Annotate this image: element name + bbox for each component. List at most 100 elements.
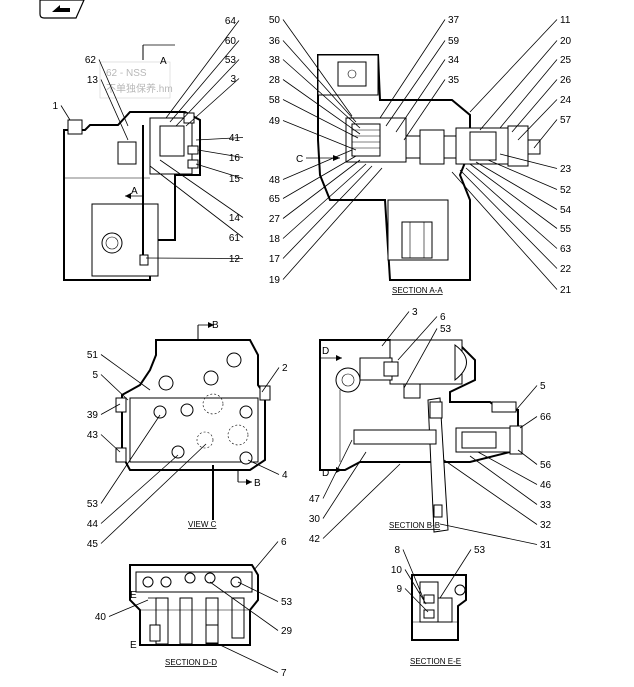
callout-label: 50 bbox=[269, 15, 281, 26]
callout-label: 5 bbox=[540, 381, 546, 392]
cut-letter-c: C bbox=[296, 154, 303, 165]
callout-label: 39 bbox=[87, 410, 99, 421]
callout-label: 53 bbox=[225, 55, 237, 66]
callout-leader bbox=[98, 59, 129, 127]
callout-label: 62 bbox=[85, 55, 97, 66]
callout-label: 38 bbox=[269, 55, 281, 66]
callout-leader bbox=[197, 149, 244, 158]
callout-label: 63 bbox=[560, 244, 572, 255]
callout-leader bbox=[100, 454, 179, 524]
callout-leader bbox=[282, 120, 357, 151]
callout-leader bbox=[100, 403, 121, 415]
callout-label: 42 bbox=[309, 534, 321, 545]
callout-leader bbox=[403, 328, 438, 389]
callout-label: 17 bbox=[269, 254, 281, 265]
callout-label: 24 bbox=[560, 95, 572, 106]
callout-leader bbox=[282, 167, 383, 280]
callout-label: 59 bbox=[448, 36, 460, 47]
callout-leader bbox=[100, 374, 129, 401]
callout-leader bbox=[533, 119, 558, 149]
callout-leader bbox=[100, 79, 129, 141]
callout-leader bbox=[402, 549, 425, 601]
callout-leader bbox=[209, 581, 279, 631]
callout-label: 11 bbox=[560, 15, 571, 26]
callout-label: 57 bbox=[560, 115, 572, 126]
callout-leader bbox=[195, 137, 244, 141]
callout-label: 13 bbox=[87, 75, 99, 86]
arrow-tab-icon[interactable] bbox=[39, 0, 85, 19]
callout-leader bbox=[439, 549, 472, 599]
callout-label: 53 bbox=[474, 545, 486, 556]
callout-label: 61 bbox=[229, 233, 241, 244]
callout-leader bbox=[100, 354, 151, 391]
callout-label: 54 bbox=[560, 205, 572, 216]
callout-leader bbox=[487, 159, 558, 190]
callout-leader bbox=[517, 99, 558, 141]
callout-label: 12 bbox=[229, 254, 241, 265]
callout-leader bbox=[404, 588, 429, 613]
callout-label: 4 bbox=[282, 470, 288, 481]
watermark-line-1: 62 - NSS bbox=[106, 68, 147, 79]
callout-label: 43 bbox=[87, 430, 99, 441]
callout-label: 19 bbox=[269, 275, 281, 286]
callout-leader bbox=[282, 155, 357, 199]
callout-label: 53 bbox=[281, 597, 293, 608]
callout-label: 35 bbox=[448, 75, 460, 86]
callout-leader bbox=[439, 523, 538, 545]
callout-leader bbox=[499, 59, 558, 129]
callout-leader bbox=[195, 163, 244, 179]
callout-label: 55 bbox=[560, 224, 572, 235]
section-ee bbox=[411, 574, 467, 641]
callout-label: 20 bbox=[560, 36, 572, 47]
callout-label: 22 bbox=[560, 264, 572, 275]
callout-label: 60 bbox=[225, 36, 237, 47]
callout-leader bbox=[185, 78, 240, 127]
callout-label: 53 bbox=[87, 499, 99, 510]
callout-leader bbox=[247, 459, 280, 475]
callout-label: 66 bbox=[540, 412, 552, 423]
callout-label: 53 bbox=[440, 324, 452, 335]
callout-leader bbox=[282, 163, 367, 239]
callout-leader bbox=[381, 311, 410, 347]
callout-label: 49 bbox=[269, 116, 281, 127]
callout-leader bbox=[515, 385, 538, 411]
callout-label: 33 bbox=[540, 500, 552, 511]
callout-label: 18 bbox=[269, 234, 281, 245]
callout-label: 2 bbox=[282, 363, 288, 374]
callout-label: 3 bbox=[230, 74, 236, 85]
callout-leader bbox=[459, 169, 558, 269]
callout-label: 21 bbox=[560, 285, 572, 296]
callout-label: 29 bbox=[281, 626, 293, 637]
callout-leader bbox=[108, 599, 149, 617]
cut-letter-a-top: A bbox=[160, 56, 167, 67]
section-aa bbox=[306, 54, 541, 281]
callout-label: 51 bbox=[87, 350, 99, 361]
callout-leader bbox=[469, 19, 558, 113]
callout-label: 26 bbox=[560, 75, 572, 86]
callout-leader bbox=[395, 59, 446, 133]
cut-letter-d-top: D bbox=[322, 346, 329, 357]
callout-label: 14 bbox=[229, 213, 241, 224]
callout-leader bbox=[217, 643, 279, 673]
callout-leader bbox=[149, 165, 244, 238]
callout-label: 28 bbox=[269, 75, 281, 86]
callout-leader bbox=[379, 19, 446, 119]
callout-leader bbox=[282, 40, 357, 123]
callout-leader bbox=[237, 581, 279, 602]
callout-leader bbox=[397, 316, 438, 361]
callout-leader bbox=[475, 161, 558, 210]
callout-label: 31 bbox=[540, 540, 552, 551]
callout-label: 7 bbox=[281, 668, 287, 679]
callout-label: 56 bbox=[540, 460, 552, 471]
callout-label: 25 bbox=[560, 55, 572, 66]
section-bb bbox=[319, 339, 523, 533]
callout-leader bbox=[100, 414, 161, 504]
callout-leader bbox=[404, 569, 427, 605]
callout-leader bbox=[322, 451, 367, 519]
callout-label: 44 bbox=[87, 519, 99, 530]
callout-leader bbox=[282, 99, 359, 139]
callout-leader bbox=[477, 451, 538, 485]
view-c bbox=[115, 322, 271, 520]
callout-leader bbox=[465, 167, 558, 249]
callout-leader bbox=[100, 443, 207, 544]
